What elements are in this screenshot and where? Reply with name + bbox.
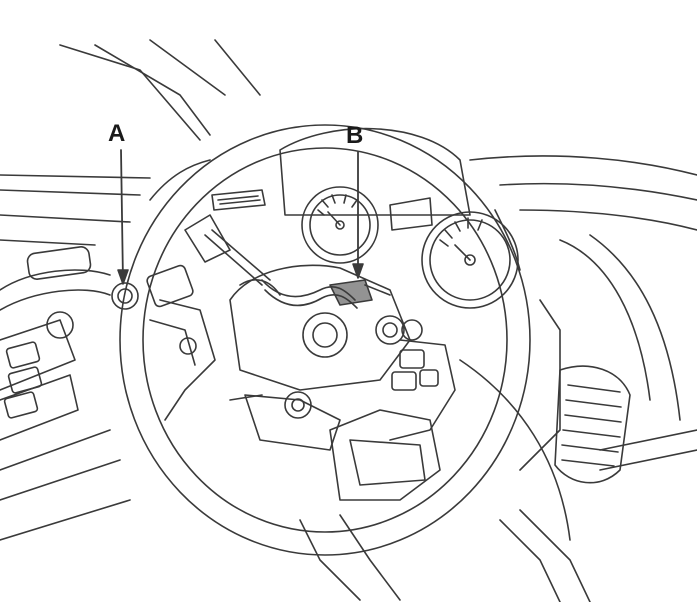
control-button-icon — [399, 349, 425, 369]
connector-icon — [329, 279, 373, 306]
cluster-vent-icon — [211, 189, 266, 211]
callout-label-b: B — [346, 122, 364, 149]
air-vent — [554, 365, 631, 484]
dashboard-lines — [459, 155, 697, 541]
callout-a-bolt-icon — [111, 282, 139, 310]
lower-spoke — [229, 391, 441, 501]
steering-wheel-rim — [119, 124, 531, 556]
lower-bolt-icon — [284, 391, 312, 419]
window-switch-icon — [5, 341, 41, 369]
callout-b-leader — [352, 151, 364, 279]
callout-a-leader — [111, 149, 139, 310]
control-button-icon — [391, 371, 417, 391]
right-bolt-icon — [375, 315, 405, 345]
wheel-hub — [179, 264, 411, 391]
control-button-icon — [419, 369, 439, 387]
right-spoke — [389, 319, 456, 441]
window-switch-icon — [3, 391, 39, 419]
callout-label-a: A — [108, 120, 126, 147]
door-panel — [0, 246, 131, 541]
door-handle-icon — [26, 246, 92, 280]
turn-signal-stalk-icon — [184, 214, 231, 263]
left-switch-icon — [146, 264, 194, 308]
steering-column — [299, 509, 591, 602]
left-spoke — [146, 214, 271, 421]
door-frame-lines — [0, 39, 261, 246]
control-knob-icon — [401, 319, 423, 341]
window-switch-icon — [7, 366, 43, 394]
tachometer — [211, 127, 471, 264]
left-bolt-icon — [179, 337, 197, 355]
hub-bolt-icon — [302, 312, 348, 358]
switch-knob-icon — [46, 311, 74, 339]
